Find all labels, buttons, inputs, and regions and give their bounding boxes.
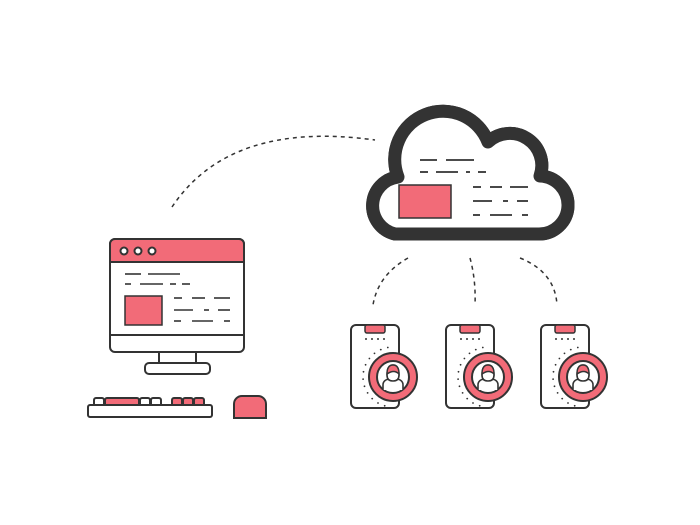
phones [350, 324, 608, 409]
cloud-phone2-connector [469, 257, 476, 306]
monitor-cloud-connector [171, 135, 376, 208]
window-dot-icon [119, 246, 129, 256]
phone-user-icon [445, 324, 513, 409]
cloud-icon [373, 111, 568, 234]
window-dot-icon [147, 246, 157, 256]
window-dot-icon [133, 246, 143, 256]
cloud-phone1-connector [372, 257, 409, 306]
keyboard-icon [87, 397, 213, 418]
cloud-phone3-connector [519, 257, 558, 306]
connection-lines [171, 135, 558, 306]
desktop-monitor-icon [109, 238, 245, 375]
cloud-text-lines [420, 159, 528, 216]
phone-user-icon [350, 324, 418, 409]
cloud-image-block [398, 184, 452, 219]
phone-user-icon [540, 324, 608, 409]
mouse-icon [233, 395, 267, 419]
monitor-image-block [124, 295, 163, 326]
